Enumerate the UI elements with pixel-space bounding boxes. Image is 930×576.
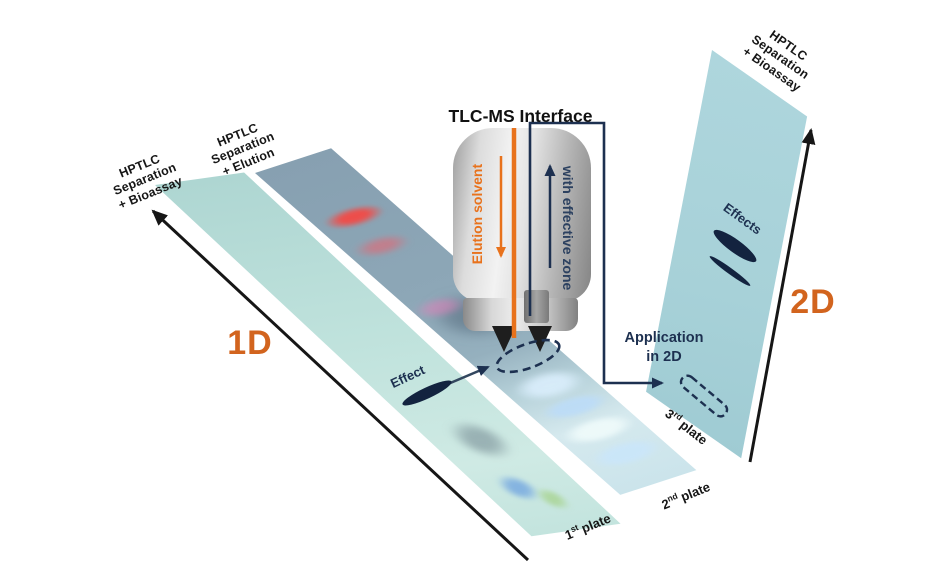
interface-collector	[524, 290, 549, 323]
elution-band-red-faint	[346, 229, 418, 263]
application-label-line1: Application	[624, 330, 704, 346]
plate2-tag-word: plate	[678, 479, 713, 505]
application-label: Application in 2D	[609, 329, 719, 367]
elution-band-red	[316, 199, 392, 234]
figure-title: TLC-MS Interface	[448, 106, 593, 126]
plate-2d-bioassay	[646, 50, 808, 459]
bioassay-zone-gray	[436, 417, 525, 463]
effective-zone-label: with effective zone	[560, 165, 577, 291]
plate2-tag-suffix: nd	[665, 490, 680, 504]
application-label-line2: in 2D	[646, 348, 682, 365]
nozzle-cone-right	[528, 326, 552, 352]
nozzle-cone-left	[492, 326, 516, 352]
dimension-2d-label: 2D	[790, 283, 836, 321]
dimension-1d-label: 1D	[227, 324, 273, 362]
elution-solvent-label: Elution solvent	[468, 163, 485, 265]
